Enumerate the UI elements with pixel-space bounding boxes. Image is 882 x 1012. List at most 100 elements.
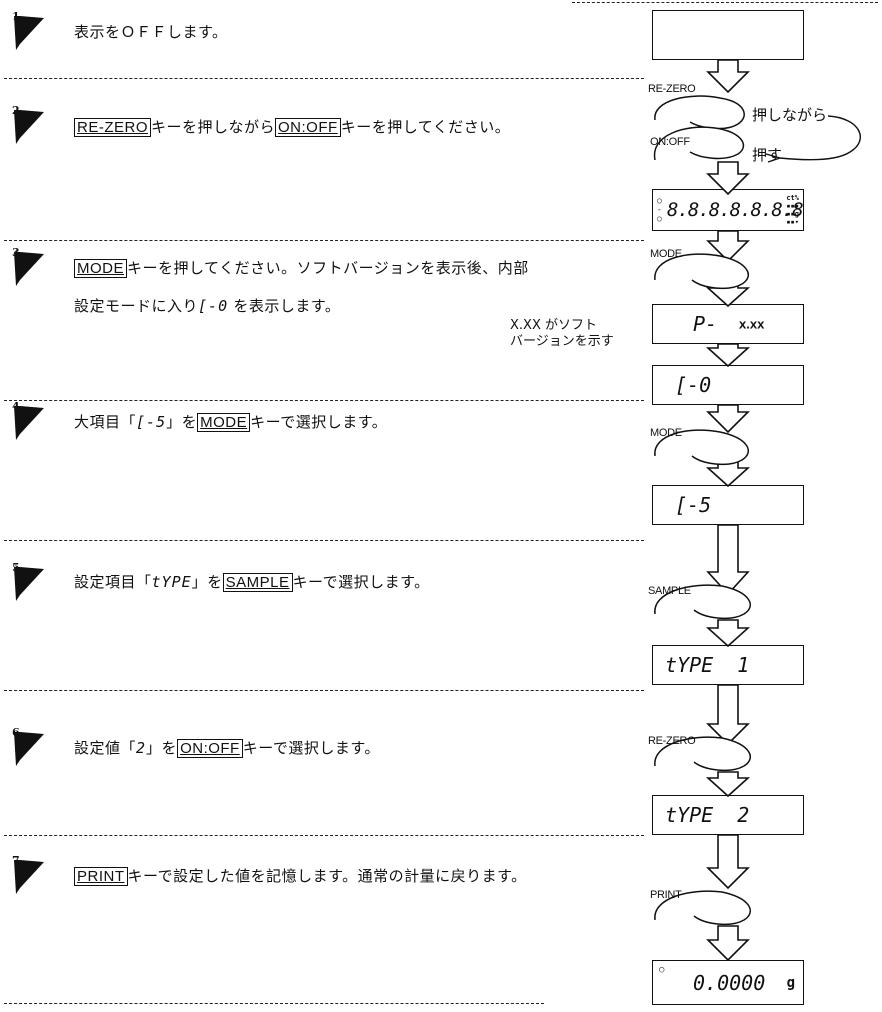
version-note-line2: バージョンを示す bbox=[510, 334, 614, 349]
down-arrow bbox=[706, 834, 750, 890]
press-note: 押す bbox=[752, 146, 783, 164]
down-arrow bbox=[706, 925, 750, 962]
step-marker: 6 bbox=[12, 726, 46, 770]
step-number: 4 bbox=[12, 400, 20, 413]
step-marker: 3 bbox=[12, 246, 46, 290]
step-text-run: 大項目「 bbox=[74, 413, 137, 431]
step-marker-wedge bbox=[14, 252, 44, 286]
step-text-run: キーを押してください。ソフトバージョンを表示後、内部 bbox=[127, 259, 529, 277]
segment-code: tYPE bbox=[151, 573, 192, 591]
step-divider bbox=[4, 1003, 544, 1004]
step-text-run: キーを押してください。 bbox=[340, 118, 511, 136]
finger-icon bbox=[654, 736, 751, 772]
onoff-key-label: ON:OFF bbox=[650, 136, 690, 148]
finger-icon bbox=[653, 126, 745, 161]
display-off bbox=[652, 10, 804, 60]
step-marker-wedge bbox=[14, 732, 44, 766]
step-marker-wedge bbox=[14, 860, 44, 894]
step-text-run: キーで選択します。 bbox=[250, 413, 388, 431]
step-divider bbox=[4, 400, 644, 401]
down-arrow bbox=[705, 619, 751, 648]
hold-note: 押しながら bbox=[752, 106, 828, 124]
mode-key-label: MODE bbox=[650, 248, 682, 260]
down-arrow bbox=[706, 230, 750, 263]
step-divider bbox=[4, 690, 644, 691]
display-final: ○ 0.0000 g bbox=[652, 960, 804, 1005]
step-text-run: 設定項目「 bbox=[74, 573, 152, 591]
step-text-run: 」を bbox=[166, 413, 198, 431]
display-type-2: tYPE 2 bbox=[652, 795, 804, 835]
mode-key-label: MODE bbox=[650, 427, 682, 439]
step-text-run: 」を bbox=[191, 573, 223, 591]
step-text-run: 設定モードに入り bbox=[74, 297, 199, 315]
down-arrow bbox=[706, 161, 750, 196]
down-arrow bbox=[705, 771, 751, 798]
step-text-run: キーで選択します。 bbox=[292, 573, 430, 591]
step-divider bbox=[4, 835, 644, 836]
step-marker: 4 bbox=[12, 400, 46, 444]
step-text-run: キーで設定した値を記憶します。通常の計量に戻ります。 bbox=[127, 867, 527, 885]
down-arrow bbox=[705, 343, 751, 368]
step-number: 1 bbox=[12, 10, 20, 23]
key-name: MODE bbox=[74, 259, 127, 278]
press-arrow bbox=[765, 153, 781, 163]
step-marker: 7 bbox=[12, 854, 46, 898]
step-divider bbox=[4, 240, 644, 241]
down-arrow bbox=[705, 461, 751, 488]
display-c-5: [-5 bbox=[652, 485, 804, 525]
step-3-text-line2: 設定モードに入り[-0 を表示します。 bbox=[74, 296, 340, 316]
segment-code: [-5 bbox=[136, 413, 167, 431]
step-number: 3 bbox=[12, 246, 20, 259]
step-marker-wedge bbox=[14, 16, 44, 50]
finger-icon bbox=[654, 253, 749, 290]
step-divider bbox=[4, 78, 644, 79]
step-text-run: 表示をＯＦＦします。 bbox=[74, 23, 228, 41]
finger-icon bbox=[654, 584, 751, 620]
step-number: 5 bbox=[12, 561, 20, 574]
step-text-run: を表示します。 bbox=[228, 297, 341, 315]
step-marker: 2 bbox=[12, 104, 46, 148]
step-number: 6 bbox=[12, 726, 20, 739]
key-name: ON:OFF bbox=[275, 118, 341, 137]
step-text-run: キーを押しながら bbox=[151, 118, 276, 136]
step-number: 2 bbox=[12, 104, 20, 117]
sample-key-label: SAMPLE bbox=[648, 585, 691, 597]
key-name: RE-ZERO bbox=[74, 118, 151, 137]
segment-code: [-0 bbox=[198, 297, 229, 315]
key-name: SAMPLE bbox=[222, 573, 293, 592]
rezero-key-label: RE-ZERO bbox=[648, 83, 696, 95]
step-marker-wedge bbox=[14, 110, 44, 144]
finger-icon bbox=[654, 429, 749, 466]
step-divider bbox=[4, 540, 644, 541]
down-arrow bbox=[706, 524, 750, 596]
step-1-text: 表示をＯＦＦします。 bbox=[74, 22, 228, 42]
key-name: PRINT bbox=[74, 867, 128, 886]
connector-curve bbox=[779, 115, 861, 161]
down-arrow bbox=[706, 404, 750, 434]
step-number: 7 bbox=[12, 854, 20, 867]
step-text-run: 設定値「 bbox=[74, 739, 137, 757]
version-note-line1: X.XX がソフト bbox=[510, 318, 597, 333]
step-marker-wedge bbox=[14, 567, 44, 601]
finger-icon bbox=[654, 890, 751, 926]
step-marker: 1 bbox=[12, 10, 46, 54]
finger-icon bbox=[654, 95, 745, 130]
display-all-segments: 8.8.8.8.8.8.8 ○-○ ct%▪▪▪▪▪g▪▪▾ bbox=[652, 189, 804, 231]
rezero-key-label: RE-ZERO bbox=[648, 735, 696, 747]
key-name: ON:OFF bbox=[177, 739, 243, 758]
top-right-divider bbox=[572, 2, 878, 3]
down-arrow bbox=[706, 684, 750, 746]
print-key-label: PRINT bbox=[650, 889, 682, 901]
step-text-run: キーで選択します。 bbox=[242, 739, 380, 757]
step-text-run: 」を bbox=[146, 739, 178, 757]
step-marker: 5 bbox=[12, 561, 46, 605]
down-arrow bbox=[706, 59, 750, 94]
key-name: MODE bbox=[197, 413, 251, 432]
